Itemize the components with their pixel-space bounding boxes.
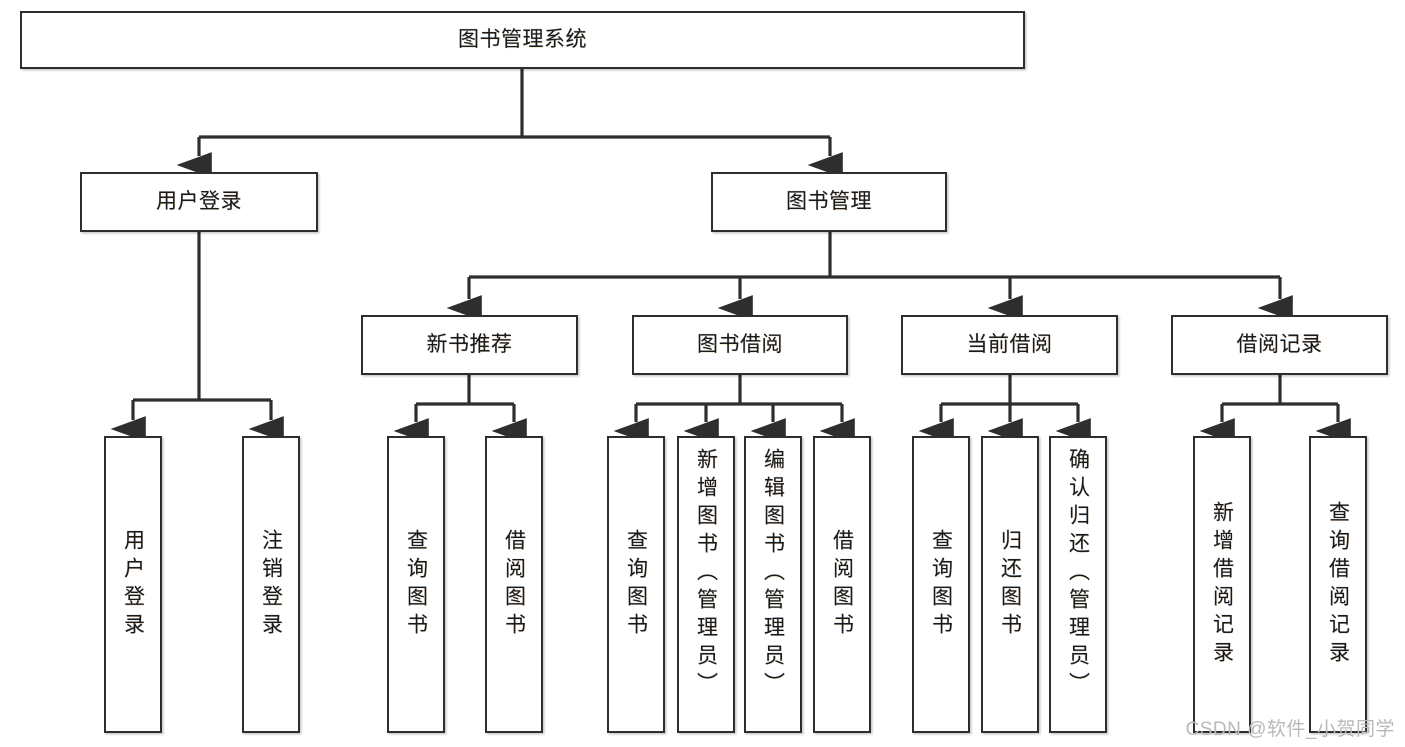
node-leaf-user-login[interactable]: 用户登录 (104, 436, 162, 733)
node-book-borrow[interactable]: 图书借阅 (632, 315, 848, 375)
csdn-watermark: CSDN @软件_小贺同学 (1185, 719, 1395, 740)
node-leaf-logout[interactable]: 注销登录 (242, 436, 300, 733)
node-leaf-confirm-return[interactable]: 确认归还（管理员） (1049, 436, 1107, 733)
node-leaf-return-book-label: 归还图书 (998, 528, 1022, 641)
node-leaf-query-book-1-label: 查询图书 (404, 528, 428, 641)
node-leaf-query-record[interactable]: 查询借阅记录 (1309, 436, 1367, 733)
node-current-borrow[interactable]: 当前借阅 (901, 315, 1118, 375)
node-root[interactable]: 图书管理系统 (20, 11, 1025, 69)
node-leaf-confirm-return-label: 确认归还（管理员） (1066, 448, 1090, 700)
node-user-login-label: 用户登录 (156, 190, 242, 214)
node-leaf-add-record[interactable]: 新增借阅记录 (1193, 436, 1251, 733)
node-book-management-label: 图书管理 (786, 190, 872, 214)
node-new-book-recommend[interactable]: 新书推荐 (361, 315, 578, 375)
node-leaf-query-book-1[interactable]: 查询图书 (387, 436, 445, 733)
node-leaf-borrow-book-2-label: 借阅图书 (830, 528, 854, 641)
node-leaf-edit-book-label: 编辑图书（管理员） (761, 448, 785, 700)
node-leaf-user-login-label: 用户登录 (121, 528, 145, 641)
node-leaf-query-record-label: 查询借阅记录 (1326, 500, 1350, 669)
node-new-book-recommend-label: 新书推荐 (426, 333, 513, 357)
node-book-borrow-label: 图书借阅 (697, 333, 783, 357)
node-leaf-query-book-3[interactable]: 查询图书 (912, 436, 970, 733)
node-borrow-record[interactable]: 借阅记录 (1171, 315, 1388, 375)
node-leaf-edit-book[interactable]: 编辑图书（管理员） (744, 436, 802, 733)
node-leaf-query-book-2-label: 查询图书 (624, 528, 648, 641)
node-current-borrow-label: 当前借阅 (966, 333, 1053, 357)
node-leaf-return-book[interactable]: 归还图书 (981, 436, 1039, 733)
node-book-management[interactable]: 图书管理 (711, 172, 947, 232)
node-leaf-query-book-3-label: 查询图书 (929, 528, 953, 641)
node-root-label: 图书管理系统 (458, 28, 587, 52)
node-leaf-borrow-book-1[interactable]: 借阅图书 (485, 436, 543, 733)
node-leaf-add-book-label: 新增图书（管理员） (694, 448, 718, 700)
node-user-login[interactable]: 用户登录 (80, 172, 318, 232)
node-leaf-logout-label: 注销登录 (259, 528, 283, 641)
node-leaf-borrow-book-1-label: 借阅图书 (502, 528, 526, 641)
node-borrow-record-label: 借阅记录 (1236, 333, 1323, 357)
node-leaf-query-book-2[interactable]: 查询图书 (607, 436, 665, 733)
node-leaf-add-record-label: 新增借阅记录 (1210, 500, 1234, 669)
node-leaf-add-book[interactable]: 新增图书（管理员） (677, 436, 735, 733)
node-leaf-borrow-book-2[interactable]: 借阅图书 (813, 436, 871, 733)
